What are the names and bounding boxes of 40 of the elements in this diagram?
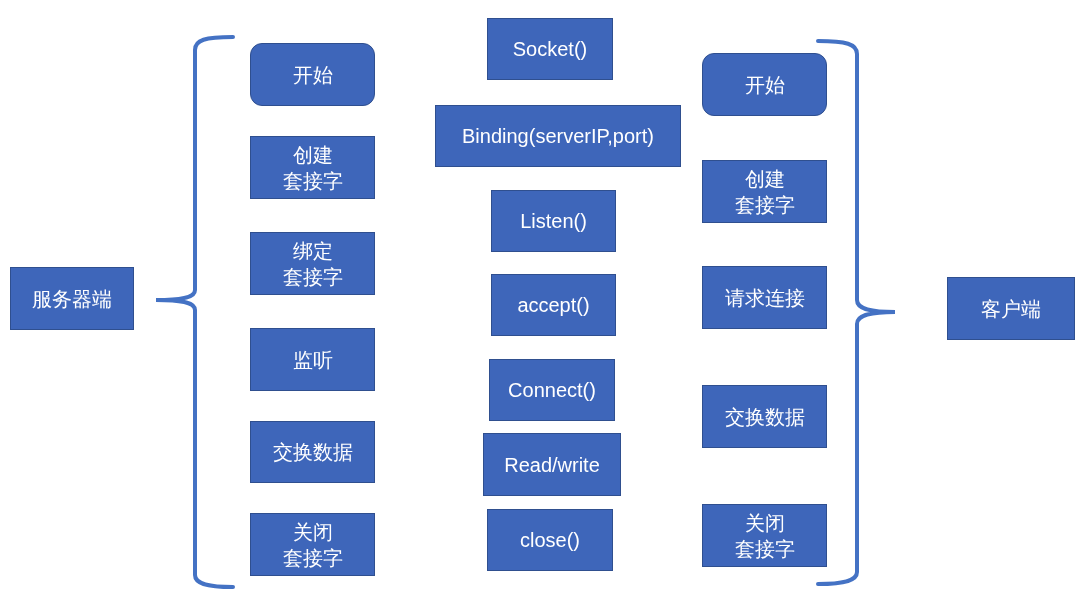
function-text: Binding(serverIP,port) bbox=[462, 124, 654, 149]
role-box bbox=[10, 267, 134, 330]
step-box bbox=[250, 421, 375, 483]
function-text: Socket() bbox=[512, 37, 588, 62]
function-box bbox=[483, 433, 621, 496]
function-text: close() bbox=[520, 528, 580, 553]
function-box bbox=[489, 359, 615, 421]
role-text: 客户端 bbox=[981, 296, 1041, 322]
step-text: 交换数据 bbox=[724, 404, 805, 430]
function-box bbox=[491, 274, 616, 336]
step-box bbox=[702, 160, 827, 223]
start-box bbox=[250, 43, 375, 106]
function-text: Listen() bbox=[520, 209, 587, 234]
step-text: 请求连接 bbox=[724, 285, 805, 311]
function-text: Connect() bbox=[508, 378, 596, 403]
function-text: Read/write bbox=[504, 452, 600, 478]
step-box bbox=[250, 328, 375, 391]
step-text: 监听 bbox=[292, 347, 333, 373]
step-text: 关闭套接字 bbox=[734, 510, 795, 562]
function-box bbox=[487, 509, 613, 571]
function-box bbox=[491, 190, 616, 252]
step-box bbox=[702, 385, 827, 448]
step-box bbox=[702, 504, 827, 567]
step-box bbox=[250, 136, 375, 199]
role-text: 服务器端 bbox=[32, 286, 112, 312]
step-text: 开始 bbox=[744, 72, 785, 98]
step-text: 创建套接字 bbox=[282, 142, 343, 194]
function-box bbox=[487, 18, 613, 80]
step-text: 交换数据 bbox=[272, 440, 353, 465]
step-text: 关闭套接字 bbox=[282, 519, 343, 571]
step-box bbox=[702, 266, 827, 329]
role-box bbox=[947, 277, 1075, 340]
function-text: accept() bbox=[517, 293, 590, 318]
start-box bbox=[702, 53, 827, 116]
step-text: 绑定套接字 bbox=[282, 238, 343, 290]
step-text: 开始 bbox=[292, 62, 333, 88]
step-text: 创建套接字 bbox=[734, 166, 795, 218]
step-box bbox=[250, 232, 375, 295]
function-box bbox=[435, 105, 681, 167]
step-box bbox=[250, 513, 375, 576]
